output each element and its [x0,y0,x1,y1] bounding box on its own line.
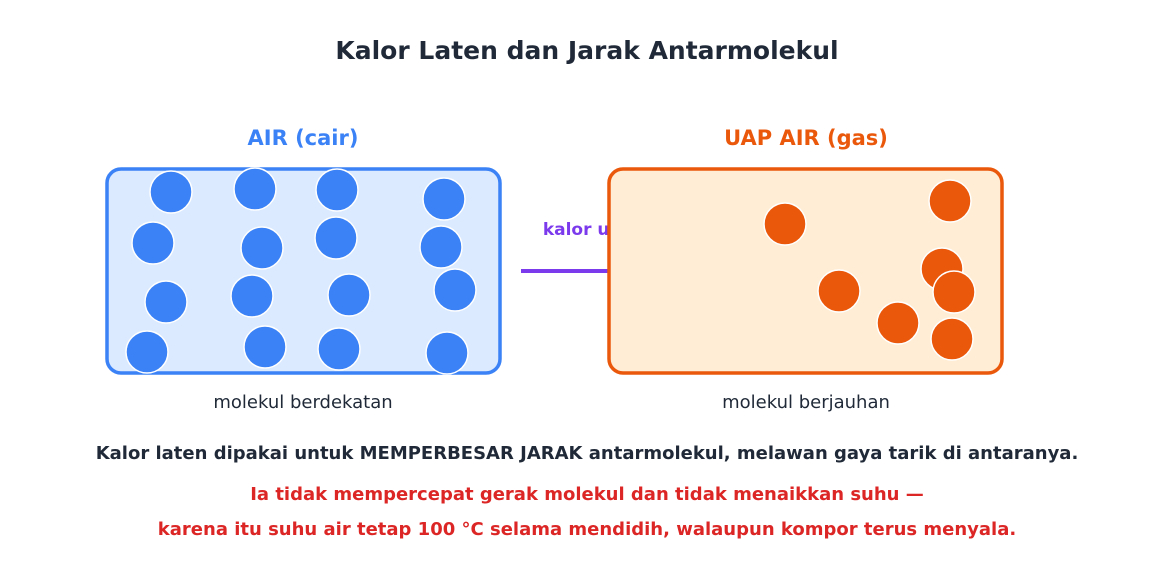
liquid-molecule [230,274,274,318]
explanation-warning-line1: Ia tidak mempercepat gerak molekul dan t… [250,484,924,505]
liquid-molecule [240,226,284,270]
liquid-molecule [314,216,358,260]
liquid-molecules [125,167,477,375]
liquid-caption: molekul berdekatan [213,392,392,413]
gas-molecules [763,179,976,361]
liquid-molecule [317,327,361,371]
liquid-molecule [233,167,277,211]
liquid-molecule [315,168,359,212]
explanation-main: Kalor laten dipakai untuk MEMPERBESAR JA… [96,443,1079,464]
gas-panel: UAP AIR (gas) molekul berjauhan [607,126,1004,413]
gas-molecule [876,301,920,345]
gas-label: UAP AIR (gas) [724,126,888,150]
liquid-molecule [425,331,469,375]
liquid-molecule [243,325,287,369]
liquid-molecule [419,225,463,269]
liquid-panel: AIR (cair) molekul berdekatan [105,126,502,413]
liquid-molecule [433,268,477,312]
explanation-warning-line2: karena itu suhu air tetap 100 °C selama … [158,519,1016,540]
liquid-molecule [144,280,188,324]
liquid-container [105,167,502,375]
gas-molecule [930,317,974,361]
diagram-title: Kalor Laten dan Jarak Antarmolekul [335,36,838,65]
liquid-label: AIR (cair) [248,126,359,150]
liquid-molecule [149,170,193,214]
gas-molecule [932,270,976,314]
liquid-molecule [327,273,371,317]
gas-caption: molekul berjauhan [722,392,890,413]
liquid-molecule [125,330,169,374]
gas-molecule [928,179,972,223]
liquid-molecule [422,177,466,221]
gas-molecule [817,269,861,313]
liquid-molecule [131,221,175,265]
gas-molecule [763,202,807,246]
